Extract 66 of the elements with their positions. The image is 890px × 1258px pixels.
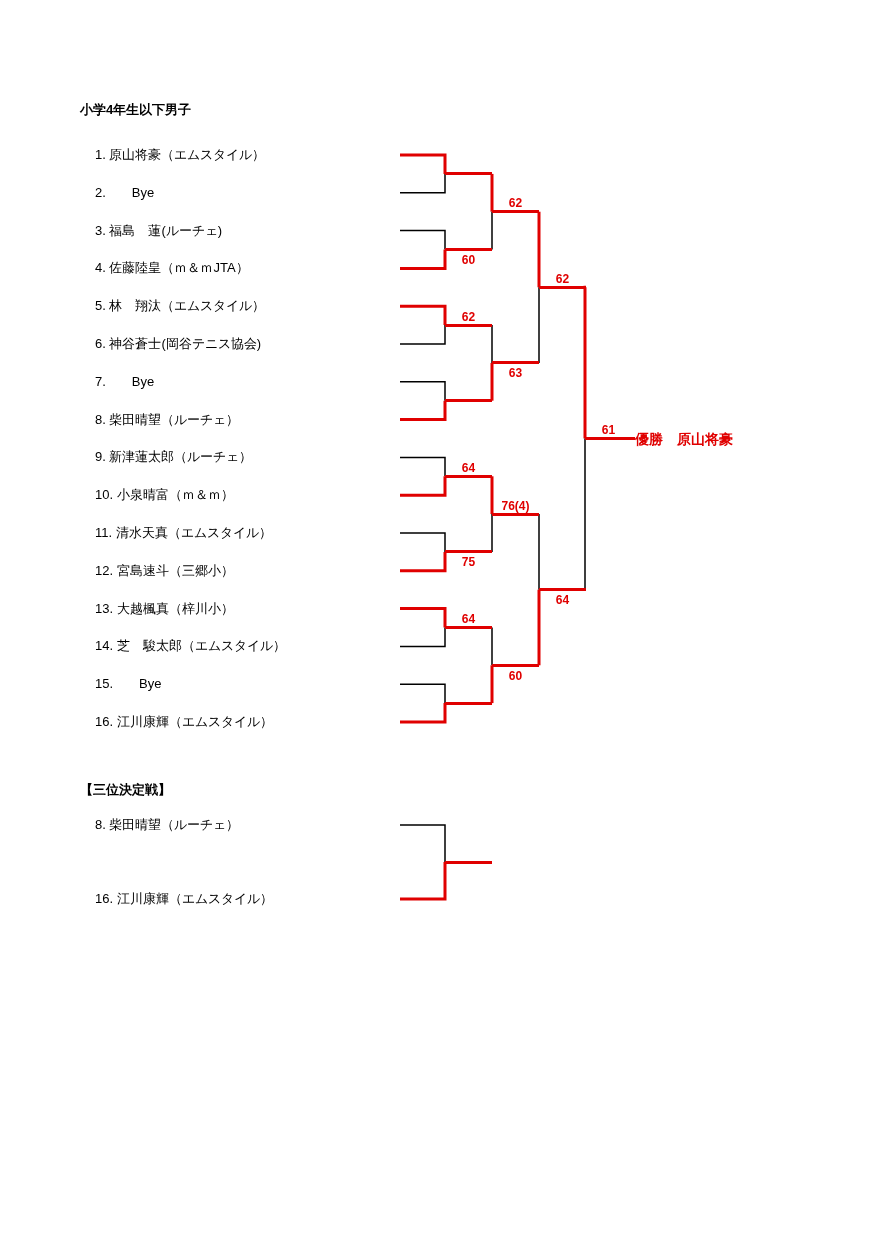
bracket-connector (400, 607, 447, 628)
match-score: 62 (445, 309, 492, 327)
bracket-connector (400, 824, 446, 863)
player-name: 2. Bye (95, 182, 155, 203)
champion-label: 優勝 原山将豪 (635, 428, 733, 449)
bracket-connector (400, 229, 446, 251)
player-name: 6. 神谷蒼士(岡谷テニス協会) (95, 334, 262, 354)
match-score: 76(4) (492, 498, 539, 516)
player-name: 16. 江川康輝（エムスタイル） (95, 712, 273, 732)
bracket-connector (400, 476, 447, 497)
player-name: 16. 江川康輝（エムスタイル） (95, 889, 273, 909)
bracket-connector (400, 153, 447, 174)
match-score: 61 (585, 423, 632, 440)
match-score: 60 (445, 248, 492, 267)
bracket-title: 小学4年生以下男子 (80, 101, 192, 119)
player-name: 3. 福島 蓮(ルーチェ) (95, 220, 223, 241)
bracket-connector (400, 249, 447, 270)
player-name: 5. 林 翔汰（エムスタイル） (95, 296, 266, 317)
bracket-connector (400, 400, 447, 422)
player-name: 8. 柴田晴望（ルーチェ） (95, 815, 240, 835)
player-name: 7. Bye (95, 371, 155, 392)
bracket-connector (490, 172, 494, 212)
bracket-connector (490, 474, 494, 515)
section-heading: 【三位決定戦】 (80, 781, 171, 799)
bracket-connector (400, 381, 446, 402)
bracket-connector (400, 532, 446, 553)
bracket-connector (491, 210, 493, 251)
bracket-connector (400, 862, 447, 901)
player-name: 9. 新津蓮太郎（ルーチェ） (95, 447, 253, 468)
bracket-connector (538, 513, 540, 591)
player-name: 15. Bye (95, 674, 162, 695)
bracket-connector (537, 589, 541, 667)
bracket-connector (538, 286, 540, 364)
player-name: 11. 清水天真（エムスタイル） (95, 523, 272, 543)
player-name: 1. 原山将豪（エムスタイル） (95, 145, 266, 165)
bracket-connector (491, 513, 493, 553)
player-name: 4. 佐藤陸皇（ｍ＆ｍJTA） (95, 258, 249, 279)
bracket-connector (400, 173, 446, 194)
bracket-connector (400, 683, 446, 704)
bracket-connector (490, 362, 494, 403)
player-name: 13. 大越楓真（梓川小） (95, 598, 234, 619)
bracket-connector (491, 324, 493, 364)
bracket-connector (400, 324, 446, 345)
player-name: 12. 宮島速斗（三郷小） (95, 560, 234, 581)
bracket-connector (491, 626, 493, 667)
match-score: 64 (445, 612, 492, 629)
bracket-connector (583, 285, 588, 439)
player-name: 8. 柴田晴望（ルーチェ） (95, 409, 240, 430)
player-name: 10. 小泉晴富（ｍ＆ｍ） (95, 485, 234, 506)
match-score: 64 (445, 460, 492, 478)
match-score: 63 (492, 361, 539, 381)
player-name: 14. 芝 駿太郎（エムスタイル） (95, 636, 286, 657)
bracket-connector (400, 703, 447, 724)
bracket-connector (584, 437, 587, 591)
bracket-connector (490, 665, 494, 705)
bracket-connector (537, 210, 541, 288)
bracket-connector (400, 304, 447, 326)
match-score: 62 (492, 196, 539, 214)
bracket-connector (400, 626, 446, 648)
bracket-connector (400, 456, 446, 478)
bracket-connector (400, 551, 447, 573)
match-score: 64 (539, 588, 586, 608)
match-score: 62 (539, 271, 586, 289)
match-score: 60 (492, 663, 539, 683)
bracket-connector (632, 437, 635, 440)
match-score: 75 (445, 550, 492, 570)
